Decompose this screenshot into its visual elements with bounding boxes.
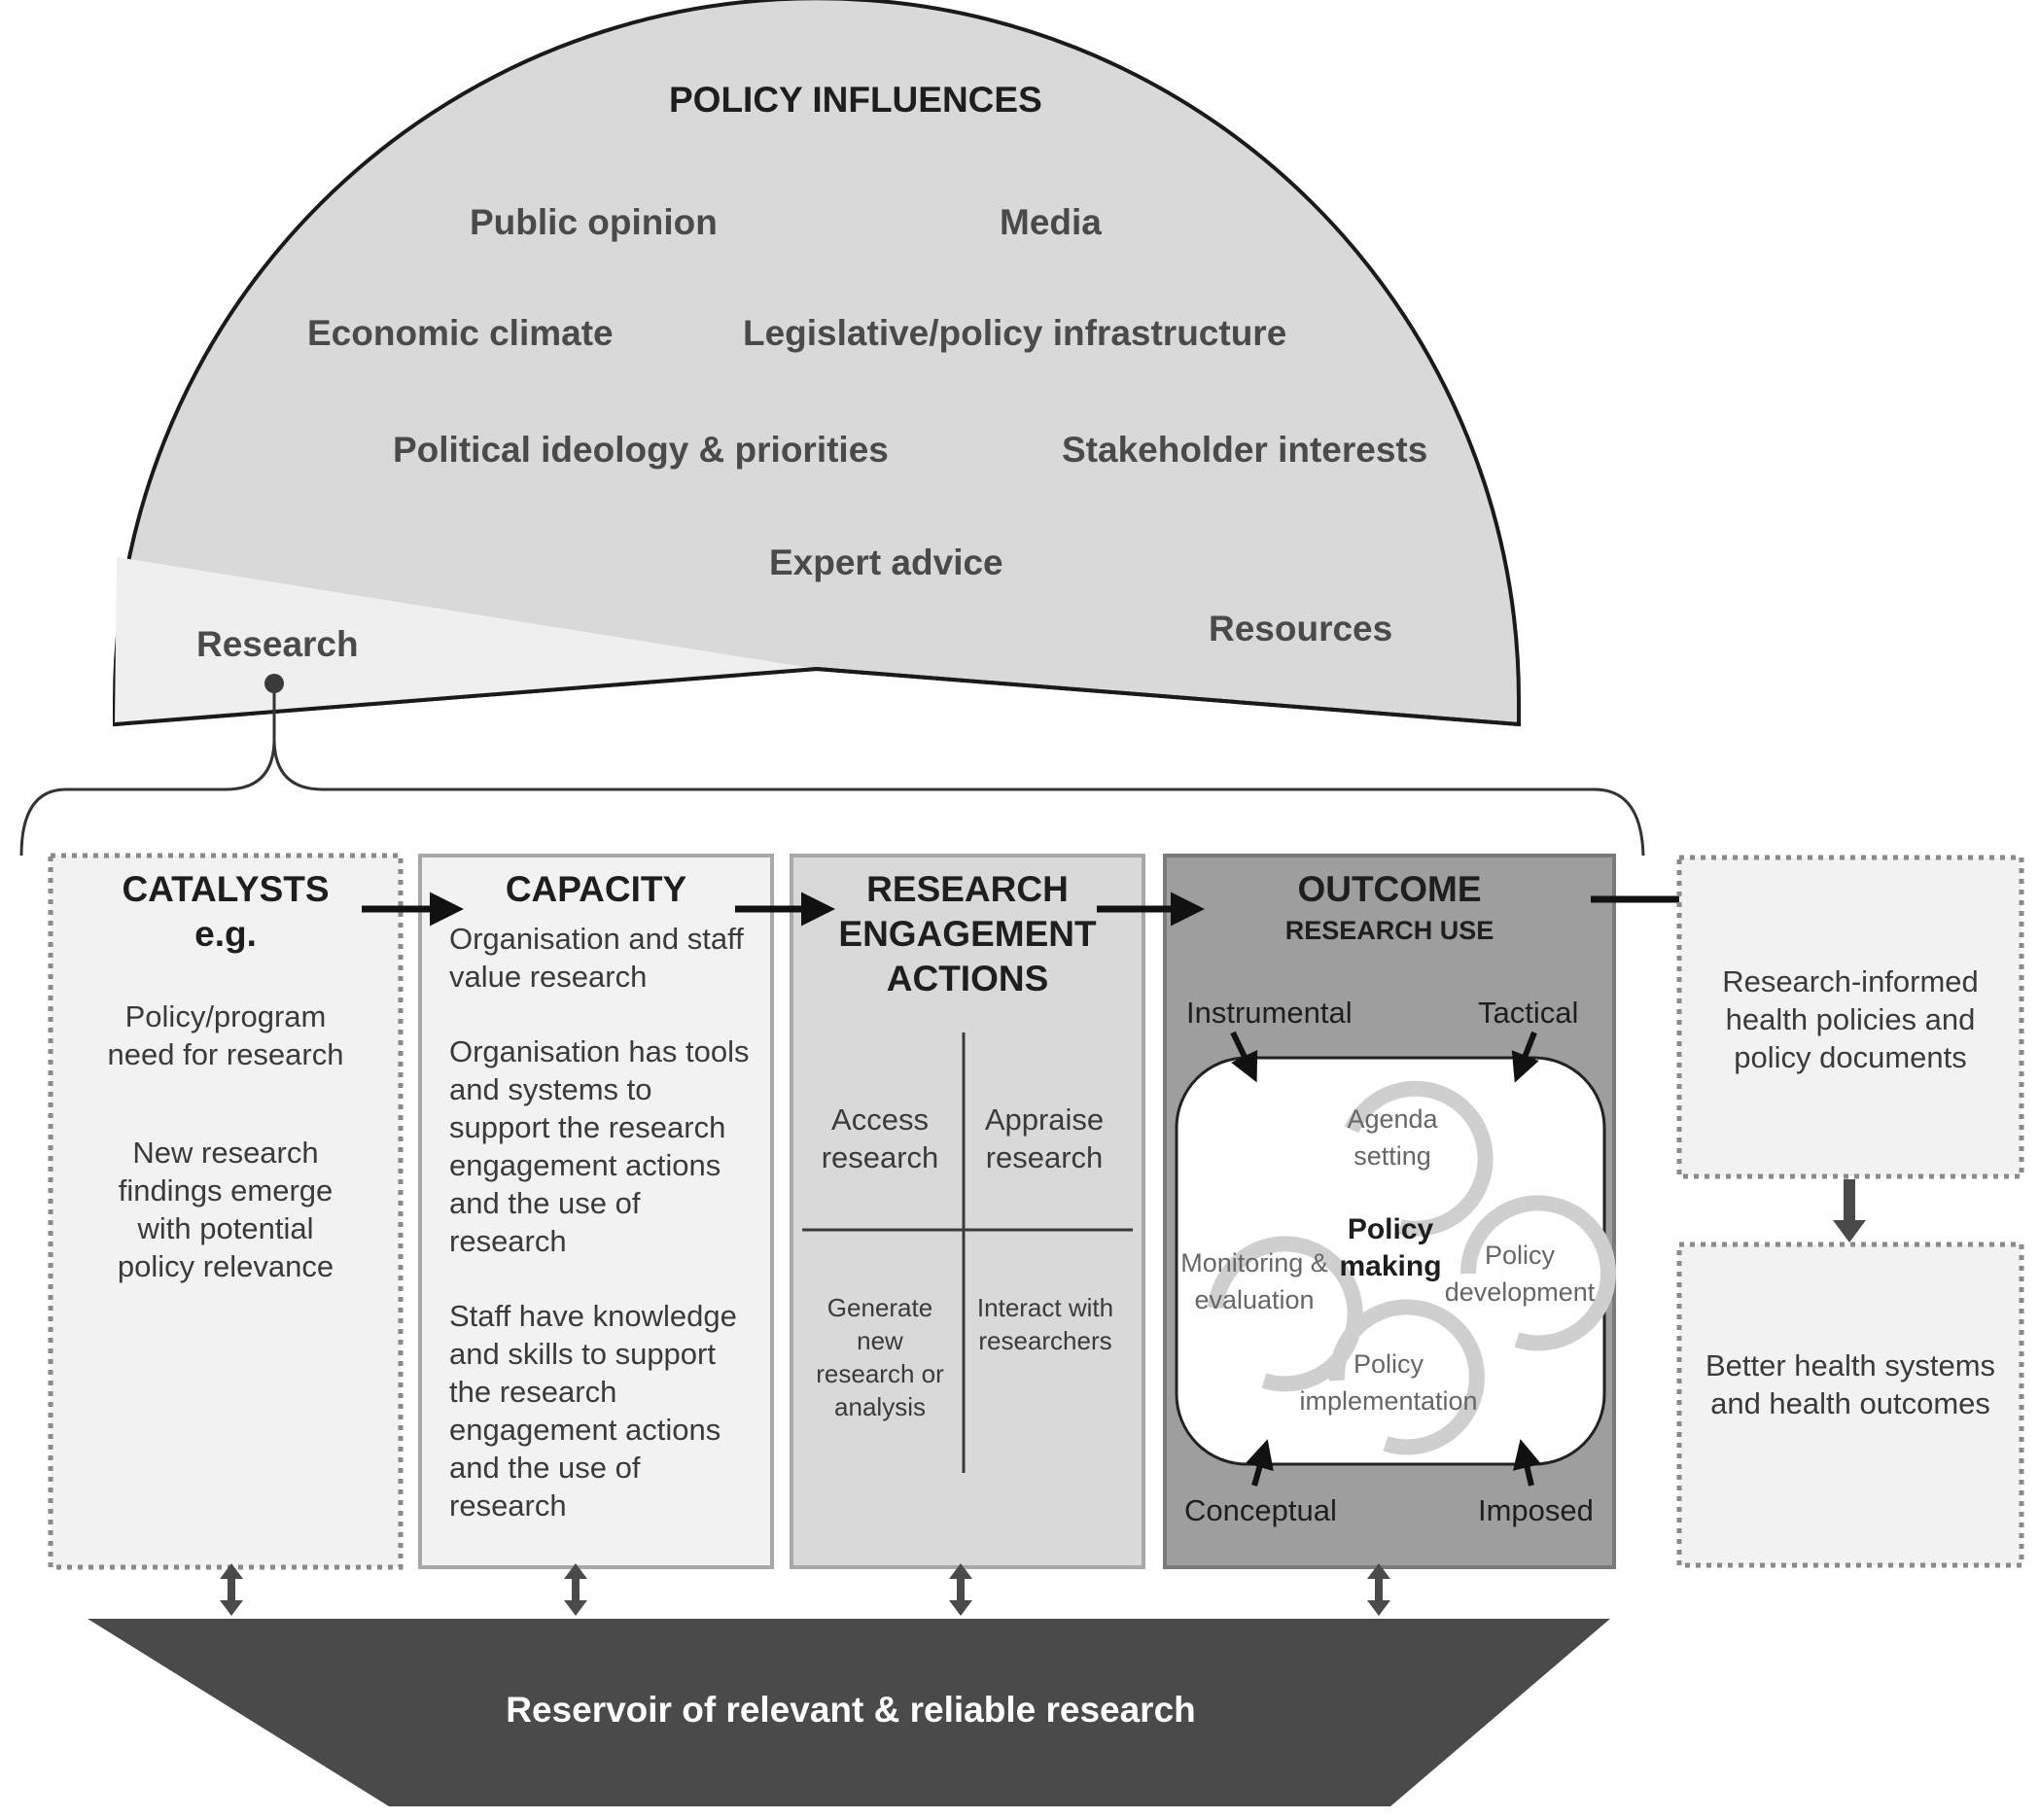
influence-resources: Resources xyxy=(1209,609,1393,648)
engagement-appraise: Appraise research xyxy=(984,1102,1105,1174)
catalyst-item: Policy/program need for research xyxy=(107,999,344,1071)
research-dot xyxy=(264,674,284,693)
influence-stakeholder: Stakeholder interests xyxy=(1062,430,1428,470)
reservoir-shape xyxy=(88,1619,1610,1806)
outcome-header: OUTCOME RESEARCH USE xyxy=(1169,867,1610,946)
influence-research: Research xyxy=(196,624,359,664)
reservoir-arrows xyxy=(220,1563,1390,1616)
use-instrumental: Instrumental xyxy=(1186,996,1353,1030)
better-box xyxy=(1676,1242,2024,1568)
policy-influences-title: POLICY INFLUENCES xyxy=(669,80,1042,120)
engagement-access: Access research xyxy=(821,1102,939,1174)
influence-public-opinion: Public opinion xyxy=(470,202,718,242)
engagement-box xyxy=(790,854,1145,1569)
informed-box xyxy=(1676,855,2024,1179)
catalysts-title: CATALYSTS xyxy=(122,869,330,909)
result-informed: Research-informed health policies and po… xyxy=(1722,964,1979,1074)
use-conceptual: Conceptual xyxy=(1184,1493,1337,1527)
influence-political: Political ideology & priorities xyxy=(393,430,889,470)
catalysts-content: CATALYSTS e.g. Policy/program need for r… xyxy=(54,867,397,1285)
research-use-arrows xyxy=(1230,1031,1542,1487)
outcome-subtitle: RESEARCH USE xyxy=(1284,916,1494,945)
reservoir-label: Reservoir of relevant & reliable researc… xyxy=(506,1690,1196,1730)
engagement-interact: Interact with researchers xyxy=(976,1293,1114,1355)
catalysts-box xyxy=(48,853,404,1570)
influence-media: Media xyxy=(1000,202,1102,242)
cycle-implementation: Policy implementation xyxy=(1299,1349,1478,1416)
cycle-center: Policy making xyxy=(1339,1213,1442,1282)
catalyst-item: New research findings emerge with potent… xyxy=(117,1136,334,1283)
capacity-item: Staff have knowledge and skills to suppo… xyxy=(449,1299,737,1522)
influence-legislative: Legislative/policy infrastructure xyxy=(743,313,1287,353)
engagement-title-line: ACTIONS xyxy=(886,959,1049,998)
engagement-generate: Generate new research or analysis xyxy=(816,1293,944,1421)
result-better: Better health systems and health outcome… xyxy=(1705,1348,1996,1420)
research-brace xyxy=(19,693,1645,857)
cycle-agenda: Agenda setting xyxy=(1347,1104,1438,1171)
cycle-development: Policy development xyxy=(1444,1241,1596,1307)
use-imposed: Imposed xyxy=(1478,1493,1594,1527)
results-down-arrow xyxy=(1833,1179,1866,1242)
influence-economic-climate: Economic climate xyxy=(307,313,614,353)
dome-base-line xyxy=(114,666,1520,726)
cycle-monitoring: Monitoring & evaluation xyxy=(1180,1248,1328,1314)
policy-influences-dome xyxy=(113,0,1521,727)
cycle-arrows xyxy=(1208,1080,1616,1455)
use-tactical: Tactical xyxy=(1478,996,1579,1030)
engagement-title: RESEARCH ENGAGEMENT ACTIONS xyxy=(795,867,1140,1001)
engagement-title-line: RESEARCH xyxy=(866,869,1069,909)
capacity-content: CAPACITY Organisation and staff value re… xyxy=(424,867,768,1524)
capacity-box xyxy=(418,854,774,1569)
capacity-item: Organisation has tools and systems to su… xyxy=(449,1034,750,1258)
capacity-title: CAPACITY xyxy=(505,869,687,909)
capacity-item: Organisation and staff value research xyxy=(449,922,744,994)
influence-expert-advice: Expert advice xyxy=(769,542,1003,582)
catalysts-subtitle: e.g. xyxy=(194,914,257,954)
outcome-title: OUTCOME xyxy=(1297,869,1482,909)
engagement-title-line: ENGAGEMENT xyxy=(838,914,1097,954)
